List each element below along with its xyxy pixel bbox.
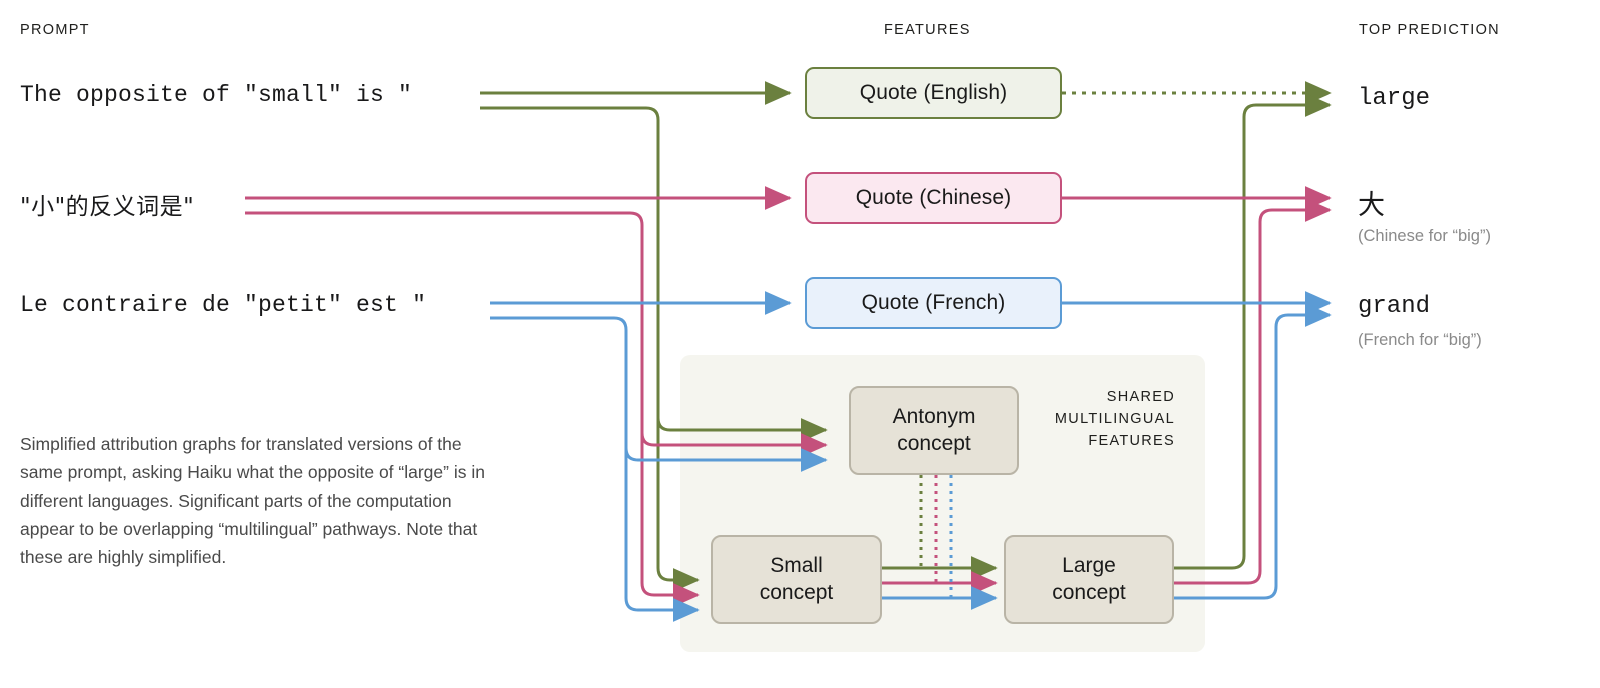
feature-box-quote-chinese[interactable]: Quote (Chinese) — [805, 172, 1062, 224]
concept-label-large-line1: Large — [1062, 553, 1116, 577]
concept-box-antonym[interactable]: Antonym concept — [849, 386, 1019, 475]
column-header-top-prediction: TOP PREDICTION — [1359, 22, 1500, 38]
column-header-prompt: PROMPT — [20, 22, 90, 38]
concept-label-large-line2: concept — [1052, 580, 1126, 604]
prediction-french: grand — [1358, 293, 1431, 320]
feature-label-quote-chinese: Quote (Chinese) — [855, 186, 1012, 209]
prediction-chinese-note: (Chinese for “big”) — [1358, 227, 1491, 245]
concept-label-antonym-line1: Antonym — [892, 404, 976, 428]
concept-box-large[interactable]: Large concept — [1004, 535, 1174, 624]
prompt-text-french: Le contraire de "petit" est " — [20, 292, 427, 318]
concept-label-small-line2: concept — [759, 580, 834, 604]
prompt-text-english: The opposite of "small" is " — [20, 82, 413, 108]
prediction-english: large — [1358, 85, 1431, 112]
prediction-chinese: 大 — [1358, 190, 1385, 221]
concept-box-small[interactable]: Small concept — [711, 535, 882, 624]
feature-box-quote-french[interactable]: Quote (French) — [805, 277, 1062, 329]
prompt-text-chinese: "小"的反义词是" — [20, 194, 195, 220]
column-header-features: FEATURES — [884, 22, 971, 38]
concept-label-small-line1: Small — [770, 553, 823, 577]
feature-box-quote-english[interactable]: Quote (English) — [805, 67, 1062, 119]
shared-multilingual-features-label: SHARED MULTILINGUAL FEATURES — [1000, 386, 1175, 452]
figure-caption: Simplified attribution graphs for transl… — [20, 434, 485, 568]
feature-label-quote-french: Quote (French) — [861, 291, 1006, 314]
shared-label-line-2: MULTILINGUAL — [1054, 411, 1175, 428]
shared-label-line-1: SHARED — [1106, 389, 1175, 405]
shared-label-line-3: FEATURES — [1088, 433, 1175, 450]
feature-label-quote-english: Quote (English) — [859, 81, 1008, 104]
concept-label-antonym-line2: concept — [897, 431, 971, 455]
prediction-french-note: (French for “big”) — [1358, 331, 1482, 349]
